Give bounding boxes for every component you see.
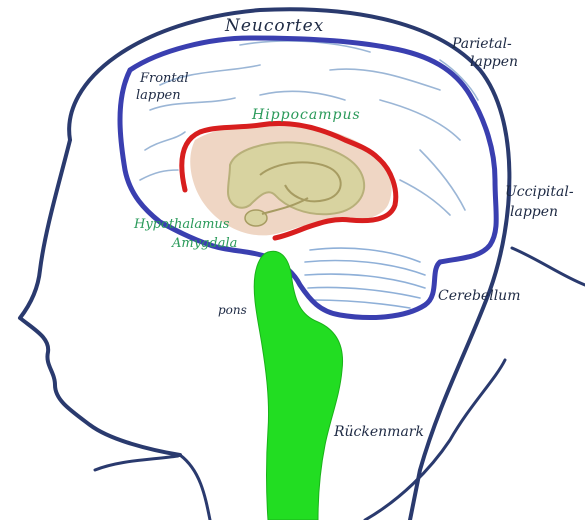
cerebellum-folds (305, 248, 425, 308)
label-amygdala: Amygdala (171, 236, 237, 251)
face-chin-line (95, 456, 178, 470)
label-hippocampus: Hippocampus (251, 107, 361, 123)
label-frontal-line1: Frontal (139, 71, 189, 86)
label-frontal-line2: lappen (136, 88, 181, 103)
neck-front-outline (180, 455, 210, 520)
label-neocortex: Neucortex (224, 16, 324, 36)
label-parietal-line2: lappen (470, 54, 518, 70)
label-pons: pons (218, 303, 247, 317)
label-spinal-cord: Rückenmark (333, 424, 424, 440)
occipital-hair-line (512, 248, 585, 285)
label-cerebellum: Cerebellum (438, 288, 520, 304)
label-occipital-line2: lappen (510, 204, 558, 220)
amygdala-shape (245, 210, 267, 226)
label-parietal-line1: Parietal- (451, 36, 512, 52)
spinal-cord-shape (254, 251, 342, 520)
label-occipital-line1: Uccipital- (505, 184, 574, 200)
label-hypothalamus: Hypothalamus (133, 217, 230, 232)
neck-back-outline (365, 360, 505, 520)
